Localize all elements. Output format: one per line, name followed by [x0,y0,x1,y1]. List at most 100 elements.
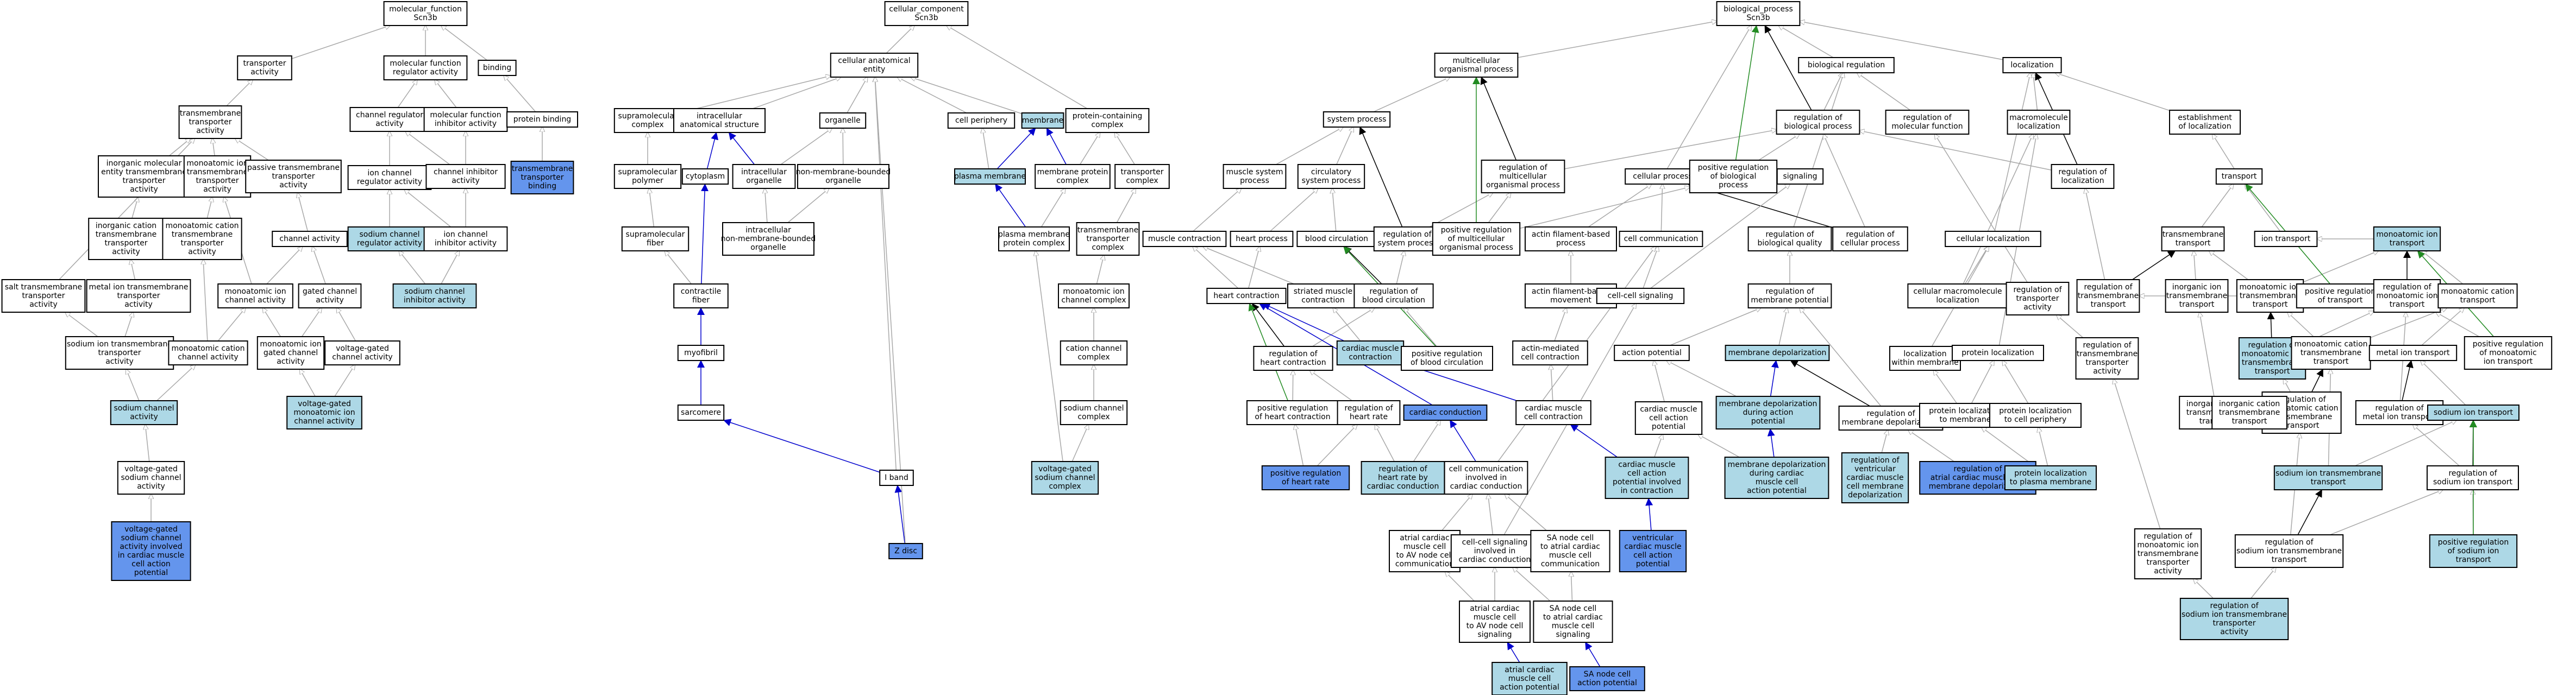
edge-iorg-to-org [780,128,832,165]
edge-bc-to-csp [1332,188,1337,232]
node-label-line: localization [2017,122,2060,131]
edge-icta-to-imeta [131,197,138,219]
node-label-line: transport [2311,478,2346,486]
edge-scia-to-scra [399,251,426,285]
edge-rtmt-to-rloc [2085,188,2105,280]
node-box [797,164,889,189]
node-label-line: positive regulation [1257,404,1328,413]
node-box [86,279,191,313]
node-label-line: transmembrane [2240,292,2301,300]
node-label-line: blood circulation [1305,235,1368,243]
node-label-line: monoatomic ion [260,340,321,349]
node-box [1223,164,1287,189]
edge-mfia-to-mfra [435,80,457,108]
node-label-line: action potential [1622,349,1682,357]
node-label-line: molecular_function [389,5,462,14]
node-label-line: transporter [104,239,147,248]
node-label: plasma membrane [954,172,1026,181]
edge-rrmaitmt-to-maitmt [2267,312,2275,338]
node-box [1230,231,1294,247]
node-label-line: SA node cell [1584,670,1631,679]
edge-breg-to-bp [1779,26,1834,58]
node-label: cellular localization [1957,235,2030,243]
node-label: muscle contraction [1148,235,1221,243]
node-box [1798,57,1895,73]
node-label-line: positive regulation [1270,469,1341,478]
edge-sysp-to-mop [1373,77,1450,112]
node-label-line: heart process [1236,235,1288,243]
edge-trc-to-pcc [1115,132,1135,165]
node-cyto: cytoplasm [681,168,729,185]
node-ccs: cell-cell signaling [1596,288,1685,304]
node-box [168,340,248,365]
edge-chia-to-chra [405,131,450,165]
node-cha: channel activity [272,231,348,247]
node-ap: action potential [1614,345,1690,361]
node-label-line: ion channel [443,230,487,239]
edge-prmop-to-prbp [1520,187,1690,229]
node-label-line: transport [2272,555,2307,564]
edge-mcca-to-maica [217,308,246,342]
edge-gca-to-cha [312,247,326,285]
edge-rhr-to-rhc [1310,370,1352,401]
node-label-line: movement [1550,296,1591,305]
node-label-line: monoatomic ion [293,408,355,417]
edge-cellp-to-bp [1666,26,1751,169]
node-label-line: regulation of [2448,469,2497,478]
node-label-line: protein complex [1003,239,1065,248]
node-box [237,55,292,80]
edge-trans-to-eol [2213,134,2235,169]
node-label-line: membrane depolarization [1719,400,1817,408]
node-label-line: sodium ion transport [2434,408,2514,417]
node-label-line: protein-containing [1073,112,1142,121]
node-box [162,218,242,260]
edge-hp-to-csp [1270,188,1318,232]
node-box [1885,110,1970,135]
node-label-line: monoatomic ion [2376,230,2437,239]
edge-itmt-to-tmt [2193,251,2196,280]
node-label-line: transmembrane [2078,292,2139,300]
node-label-line: transport [2390,239,2425,248]
node-label-line: transporter [1120,168,1163,176]
edge-ptta-to-tmta [235,138,269,161]
node-label-line: monoatomic ion [186,159,248,168]
edge-rmetit-to-metit [2402,360,2414,401]
edge-mactmt-to-mact [2370,308,2447,338]
node-label-line: biological regulation [1808,61,1885,70]
edge-mactmt-to-maitmt [2287,312,2314,337]
node-label: cell communication [1624,235,1698,243]
node-label-line: regulation of [2013,286,2062,294]
node-label-line: activity [2023,303,2052,312]
